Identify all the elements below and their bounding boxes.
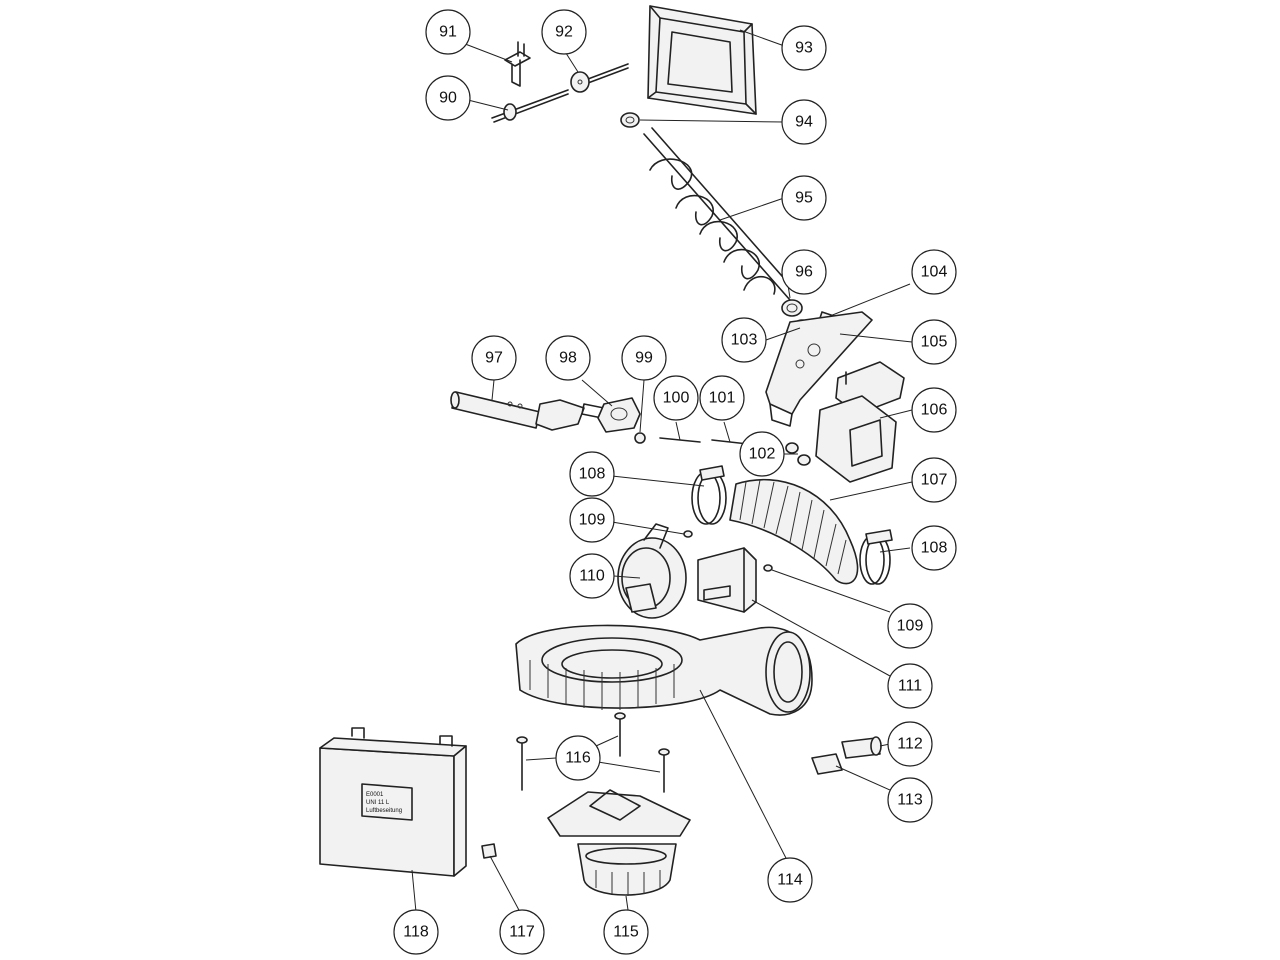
callout-96-label: 96 <box>795 264 813 281</box>
callout-90: 90 <box>425 75 471 121</box>
callout-98-label: 98 <box>559 350 577 367</box>
callout-117-label: 117 <box>509 924 535 941</box>
part-90-pin <box>491 89 569 123</box>
callout-102-label: 102 <box>749 446 776 463</box>
part-116-fan-motor <box>547 789 691 896</box>
callout-108-a: 108 <box>569 451 615 497</box>
callout-94-label: 94 <box>795 114 813 131</box>
callout-91: 91 <box>425 9 471 55</box>
callout-91-label: 91 <box>439 24 457 41</box>
callout-105-label: 105 <box>921 334 948 351</box>
callout-103: 103 <box>721 317 767 363</box>
part-98-gasket <box>597 397 641 433</box>
callout-90-label: 90 <box>439 90 457 107</box>
part-117-connector <box>481 843 497 859</box>
callout-99: 99 <box>621 335 667 381</box>
callout-95-label: 95 <box>795 190 813 207</box>
part-92-knob-rod <box>570 63 629 93</box>
part-111-sensor-module <box>697 547 757 613</box>
svg-text:Luftbeseitung: Luftbeseitung <box>366 808 402 814</box>
callout-107-label: 107 <box>921 472 948 489</box>
callout-99-label: 99 <box>635 350 653 367</box>
callout-111: 111 <box>887 663 933 709</box>
callout-109-a-label: 109 <box>579 512 606 529</box>
callout-118-label: 118 <box>403 924 429 941</box>
callout-104: 104 <box>911 249 957 295</box>
callout-93-label: 93 <box>795 40 813 57</box>
part-112-sensor <box>841 736 882 759</box>
part-108-hose-clamp-a <box>691 465 727 525</box>
callout-111-label: 111 <box>898 678 922 695</box>
callout-92: 92 <box>541 9 587 55</box>
part-99-nut <box>634 432 646 444</box>
callout-93: 93 <box>781 25 827 71</box>
part-108-hose-clamp-b <box>859 529 893 585</box>
callout-117: 117 <box>499 909 545 955</box>
part-106-gear-motor <box>815 361 905 483</box>
part-96-bushing <box>781 299 803 317</box>
callout-112: 112 <box>887 721 933 767</box>
part-97-ignition-element <box>450 391 605 431</box>
callout-108-b: 108 <box>911 525 957 571</box>
callout-106: 106 <box>911 387 957 433</box>
part-95-auger-screw <box>643 127 797 301</box>
callout-94: 94 <box>781 99 827 145</box>
part-91-bracket <box>504 41 531 87</box>
callout-115: 116 <box>555 735 601 781</box>
callout-109-b: 109 <box>887 603 933 649</box>
callout-107: 107 <box>911 457 957 503</box>
callout-98: 98 <box>545 335 591 381</box>
callout-113: 113 <box>887 777 933 823</box>
callout-108-a-label: 108 <box>579 466 606 483</box>
part-115-bolts <box>516 712 670 793</box>
callout-92-label: 92 <box>555 24 573 41</box>
part-109-screw-b <box>763 564 773 572</box>
callout-97: 97 <box>471 335 517 381</box>
callout-104-label: 104 <box>921 264 948 281</box>
callout-115-label: 116 <box>565 750 591 767</box>
callout-118: 118 <box>393 909 439 955</box>
callout-105: 105 <box>911 319 957 365</box>
callout-109-b-label: 109 <box>897 618 924 635</box>
callout-96: 96 <box>781 249 827 295</box>
svg-text:E0001: E0001 <box>366 792 384 798</box>
callout-110: 110 <box>569 553 615 599</box>
callout-100: 100 <box>653 375 699 421</box>
callout-110-label: 110 <box>579 568 605 585</box>
callout-108-b-label: 108 <box>921 540 948 557</box>
part-107-flexible-hose <box>729 478 859 585</box>
callout-101-label: 101 <box>709 390 736 407</box>
callout-100-label: 100 <box>663 390 690 407</box>
callout-114: 114 <box>767 857 813 903</box>
callout-106-label: 106 <box>921 402 948 419</box>
callout-109-a: 109 <box>569 497 615 543</box>
part-113-connector <box>811 753 843 775</box>
callout-114-label: 114 <box>777 872 803 889</box>
part-105-mounting-plate <box>765 311 873 427</box>
part-94-nut <box>620 112 640 128</box>
callout-112-label: 112 <box>897 736 923 753</box>
callout-101: 101 <box>699 375 745 421</box>
part-114-fan-housing <box>515 624 813 716</box>
callout-102: 102 <box>739 431 785 477</box>
part-93-hopper-funnel <box>647 5 757 115</box>
svg-text:UNI 11 L: UNI 11 L <box>366 800 390 806</box>
part-109-screw-a <box>683 530 693 538</box>
callout-95: 95 <box>781 175 827 221</box>
leader-lines <box>411 29 913 913</box>
callout-116: 115 <box>603 909 649 955</box>
part-118-control-box: E0001 UNI 11 L Luftbeseitung <box>319 727 467 877</box>
callout-97-label: 97 <box>485 350 503 367</box>
part-110-air-damper <box>617 523 687 619</box>
callout-116-label: 115 <box>613 924 639 941</box>
part-102-nuts <box>785 442 811 466</box>
callout-103-label: 103 <box>731 332 758 349</box>
callout-113-label: 113 <box>897 792 923 809</box>
